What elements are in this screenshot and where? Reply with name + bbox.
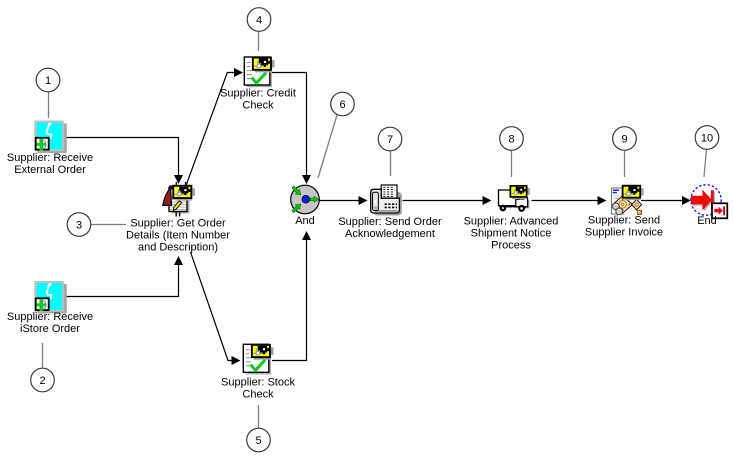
svg-text:7: 7 [387,134,393,146]
svg-text:2: 2 [39,375,45,387]
svg-text:Shipment Notice: Shipment Notice [471,228,552,240]
svg-text:5: 5 [255,435,261,447]
svg-text:9: 9 [621,134,627,146]
svg-text:End: End [697,215,717,227]
svg-text:Acknowledgement: Acknowledgement [345,228,435,240]
svg-text:Supplier: Send: Supplier: Send [588,215,660,227]
svg-text:Supplier: Receive: Supplier: Receive [7,152,93,164]
svg-text:4: 4 [256,15,262,27]
svg-text:Supplier: Credit: Supplier: Credit [220,88,296,100]
svg-text:Supplier: Advanced: Supplier: Advanced [464,216,559,228]
svg-text:3: 3 [76,220,82,232]
svg-text:and Description): and Description) [138,242,218,254]
svg-text:10: 10 [701,133,713,145]
svg-text:8: 8 [508,134,514,146]
svg-text:Supplier Invoice: Supplier Invoice [585,227,663,239]
svg-text:iStore Order: iStore Order [20,323,80,335]
svg-text:Process: Process [491,240,531,252]
svg-text:1: 1 [45,75,51,87]
svg-text:Check: Check [242,100,274,112]
svg-text:External Order: External Order [14,164,86,176]
svg-text:Check: Check [242,389,274,401]
svg-text:And: And [295,215,315,227]
svg-text:Supplier: Receive: Supplier: Receive [7,311,93,323]
svg-text:Supplier: Get Order: Supplier: Get Order [130,218,226,230]
svg-text:Supplier: Stock: Supplier: Stock [221,377,295,389]
svg-text:Supplier: Send Order: Supplier: Send Order [338,216,442,228]
svg-text:Details (Item Number: Details (Item Number [126,230,230,242]
svg-text:6: 6 [339,99,345,111]
